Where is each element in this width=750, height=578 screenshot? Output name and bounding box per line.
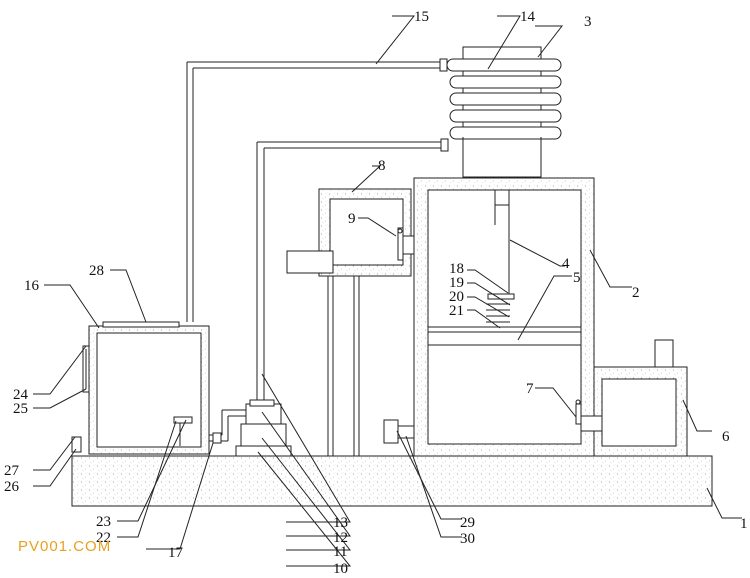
label-13: 13: [333, 515, 348, 531]
label-19: 19: [449, 275, 464, 291]
small-fitting-22: [173, 416, 193, 424]
label-23: 23: [96, 514, 111, 530]
label-3: 3: [584, 14, 592, 30]
label-8: 8: [378, 158, 386, 174]
pump-body-11: [240, 423, 287, 447]
watermark: PV001.COM: [18, 538, 112, 555]
pipe-connector-mid: [440, 138, 449, 152]
label-24: 24: [13, 387, 29, 403]
side-connector: [580, 415, 603, 432]
label-4: 4: [562, 256, 570, 272]
tank-lid: [102, 321, 180, 328]
sensor-7: [575, 403, 582, 425]
drain-valve: [71, 436, 82, 453]
filter-plate-5: [427, 326, 582, 333]
shaft-coupling: [402, 235, 416, 255]
label-28: 28: [89, 263, 104, 279]
label-2: 2: [632, 285, 640, 301]
valve-29: [383, 419, 399, 444]
label-26: 26: [4, 479, 20, 495]
pipe-connector-top: [439, 58, 448, 72]
pump-head-13: [249, 399, 275, 407]
label-10: 10: [333, 561, 348, 577]
pipe-joint-17: [212, 432, 222, 444]
label-27: 27: [4, 463, 20, 479]
label-7: 7: [526, 381, 534, 397]
pump-base-10: [235, 445, 292, 457]
side-box-inner: [601, 378, 677, 447]
label-17: 17: [168, 545, 184, 561]
label-1: 1: [740, 516, 748, 532]
label-18: 18: [449, 261, 464, 277]
motor-housing-inner: [329, 198, 404, 266]
label-12: 12: [333, 530, 348, 546]
label-29: 29: [460, 515, 475, 531]
support-post-right: [353, 275, 360, 457]
label-9: 9: [348, 211, 356, 227]
label-30: 30: [460, 531, 475, 547]
part-18: [487, 293, 515, 300]
left-bracket: [286, 250, 334, 274]
label-15: 15: [414, 9, 429, 25]
reactor-inner: [427, 189, 582, 445]
label-20: 20: [449, 289, 464, 305]
label-5: 5: [573, 270, 581, 286]
label-11: 11: [333, 544, 347, 560]
support-post-left: [327, 275, 334, 457]
label-6: 6: [722, 429, 730, 445]
label-25: 25: [13, 401, 28, 417]
side-box-chimney: [654, 339, 674, 368]
base-plate: [71, 455, 713, 507]
label-22: 22: [96, 530, 111, 546]
label-14: 14: [520, 9, 536, 25]
collection-tank-inner: [96, 332, 202, 448]
label-16: 16: [24, 278, 40, 294]
condenser-coil-14: [446, 58, 562, 140]
label-21: 21: [449, 303, 464, 319]
